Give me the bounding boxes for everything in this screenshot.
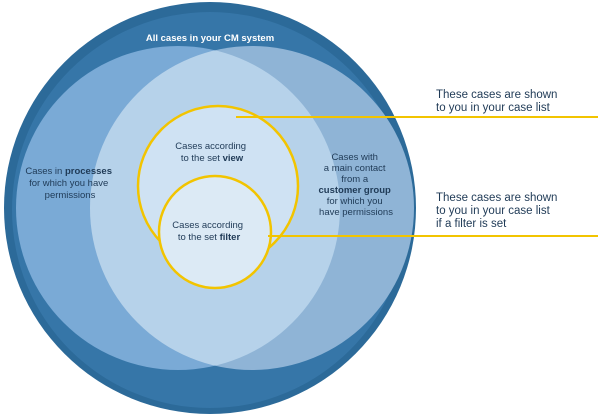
customer-group-line4: customer group <box>319 185 392 196</box>
customer-group-line3: from a <box>341 174 369 185</box>
view-callout-line1: These cases are shown <box>436 89 557 101</box>
processes-label: Cases in processes for which you have pe… <box>25 166 114 201</box>
filter-callout-line2: to you in your case list <box>436 205 551 217</box>
processes-label-line3: permissions <box>45 190 96 201</box>
filter-circle <box>157 174 273 290</box>
view-label: Cases according to the set view <box>175 141 248 164</box>
customer-group-line2: a main contact <box>324 163 386 174</box>
filter-callout-line3: if a filter is set <box>436 218 507 230</box>
customer-group-line1: Cases with <box>331 152 377 163</box>
view-label-line2: to the set view <box>181 153 244 164</box>
customer-group-line6: have permissions <box>319 207 393 218</box>
customer-group-line5: for which you <box>327 196 383 207</box>
customer-group-label: Cases with a main contact from a custome… <box>319 152 394 218</box>
processes-label-line2: for which you have <box>29 178 108 189</box>
view-callout-text: These cases are shown to you in your cas… <box>436 89 561 114</box>
filter-label-line1: Cases according <box>172 220 243 231</box>
filter-label: Cases according to the set filter <box>172 220 245 243</box>
filter-callout-text: These cases are shown to you in your cas… <box>436 192 561 230</box>
filter-callout-line1: These cases are shown <box>436 192 557 204</box>
all-cases-title: All cases in your CM system <box>146 33 274 44</box>
filter-label-line2: to the set filter <box>178 232 241 243</box>
processes-label-line1: Cases in processes <box>25 166 112 177</box>
view-label-line1: Cases according <box>175 141 246 152</box>
view-callout-line2: to you in your case list <box>436 102 551 114</box>
